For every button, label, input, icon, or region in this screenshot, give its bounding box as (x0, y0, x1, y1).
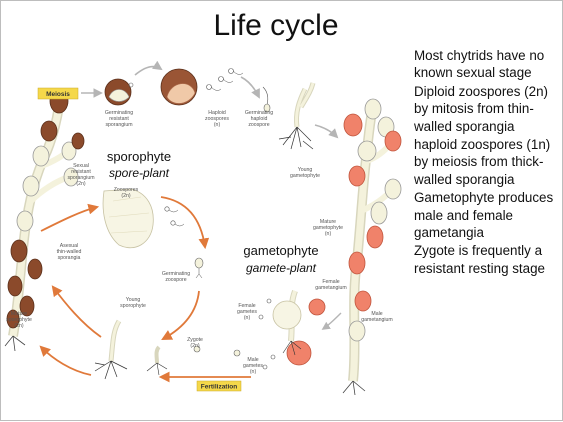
caption-female-gametes: (n) (244, 315, 251, 321)
haploid-zoospores-drawing (160, 68, 244, 106)
fertilization-badge: Fertilization (196, 380, 242, 392)
germinating-resistant-sporangium-drawing (104, 78, 134, 106)
caption-asexual-sporangia: Asexual (60, 243, 78, 249)
caption-haploid-zoospores: (n) (214, 122, 221, 128)
caption-asexual-sporangia: thin-walled (57, 249, 82, 255)
mature-sporophyte-drawing (4, 88, 85, 352)
arrow-asexual-cycle-1 (40, 203, 100, 232)
meiosis-label: Meiosis (46, 91, 70, 98)
caption-mature-gametophyte: (n) (325, 231, 332, 237)
small-caption-labels: GerminatingresistantsporangiumHaploidzoo… (6, 110, 393, 375)
caption-young-gametophyte: Young (298, 167, 313, 173)
caption-germinating-haploid-zoospore: zoospore (248, 122, 269, 128)
caption-zygote: (2n) (190, 343, 199, 349)
gametophyte-subtitle: gamete-plant (246, 261, 317, 275)
caption-mature-sporophyte: Mature (11, 311, 27, 317)
arrow-to-germinating-zoospore (240, 76, 260, 99)
caption-sexual-resistant-sporangium: resistant (71, 169, 91, 175)
asexual-sporangium-drawing (102, 188, 204, 279)
caption-sexual-resistant-sporangium: sporangium (67, 175, 94, 181)
caption-male-gametangium: Male (371, 311, 382, 317)
caption-germinating-zoospore: Germinating (162, 271, 190, 277)
caption-germinating-resistant-sporangium: sporangium (105, 122, 132, 128)
bullet-item: Diploid zoospores (2n) by mitosis from t… (414, 83, 548, 134)
caption-zoospores: Zoospores (114, 187, 139, 193)
gametophyte-title: gametophyte (243, 243, 318, 258)
caption-male-gametes: gametes (243, 363, 263, 369)
caption-haploid-zoospores: Haploid (208, 110, 226, 116)
arrow-to-haploid-zoospores (134, 60, 163, 76)
young-sporophyte-drawing (94, 319, 201, 380)
bullet-item: Most chytrids have no known sexual stage (414, 48, 545, 81)
sporophyte-title: sporophyte (107, 149, 171, 164)
caption-haploid-zoospores: zoospores (205, 116, 229, 122)
caption-germinating-resistant-sporangium: resistant (109, 116, 129, 122)
bullet-item: Gametophyte produces male and female gam… (414, 190, 554, 241)
caption-male-gametangium: gametangium (361, 317, 392, 323)
bullet-item: haploid zoospores (1n) by meiosis from t… (414, 137, 551, 187)
caption-zygote: Zygote (187, 337, 203, 343)
arrow-zygote-to-sporophyte (39, 345, 92, 376)
caption-female-gametes: Female (238, 303, 255, 309)
caption-asexual-sporangia: sporangia (58, 255, 81, 261)
caption-zoospores: (2n) (121, 193, 130, 199)
mature-gametophyte-drawing (342, 98, 402, 396)
caption-mature-gametophyte: Mature (320, 219, 336, 225)
caption-mature-sporophyte: sporophyte (6, 317, 32, 323)
arrow-asexual-cycle-3 (161, 290, 200, 341)
young-gametophyte-drawing (262, 82, 316, 150)
caption-female-gametangium: Female (322, 279, 339, 285)
caption-female-gametes: gametes (237, 309, 257, 315)
caption-mature-sporophyte: (2n) (14, 323, 23, 329)
caption-germinating-haploid-zoospore: haploid (251, 116, 268, 122)
caption-male-gametes: (n) (250, 369, 257, 375)
caption-male-gametes: Male (247, 357, 258, 363)
arrow-gametophyte-to-gametes (321, 312, 342, 330)
bullet-list: Most chytrids have no known sexual stage… (414, 47, 562, 278)
caption-mature-gametophyte: gametophyte (313, 225, 343, 231)
caption-germinating-haploid-zoospore: Germinating (245, 110, 273, 116)
caption-young-gametophyte: gametophyte (290, 173, 320, 179)
arrow-asexual-cycle-2 (160, 196, 210, 250)
gametangia-drawing (233, 289, 326, 370)
caption-germinating-zoospore: zoospore (165, 277, 186, 283)
bullet-item: Zygote is frequently a resistant resting… (414, 243, 545, 276)
caption-sexual-resistant-sporangium: (2n) (76, 181, 85, 187)
caption-sexual-resistant-sporangium: Sexual (73, 163, 89, 169)
sporophyte-subtitle: spore-plant (109, 166, 170, 180)
caption-germinating-resistant-sporangium: Germinating (105, 110, 133, 116)
caption-female-gametangium: gametangium (315, 285, 346, 291)
arrow-to-mature-gametophyte (314, 124, 339, 139)
arrow-asexual-cycle-4 (51, 285, 102, 338)
caption-young-sporophyte: sporophyte (120, 303, 146, 309)
fertilization-label: Fertilization (201, 384, 238, 391)
meiosis-badge: Meiosis (37, 87, 79, 100)
caption-young-sporophyte: Young (126, 297, 141, 303)
slide-title: Life cycle (213, 9, 339, 42)
